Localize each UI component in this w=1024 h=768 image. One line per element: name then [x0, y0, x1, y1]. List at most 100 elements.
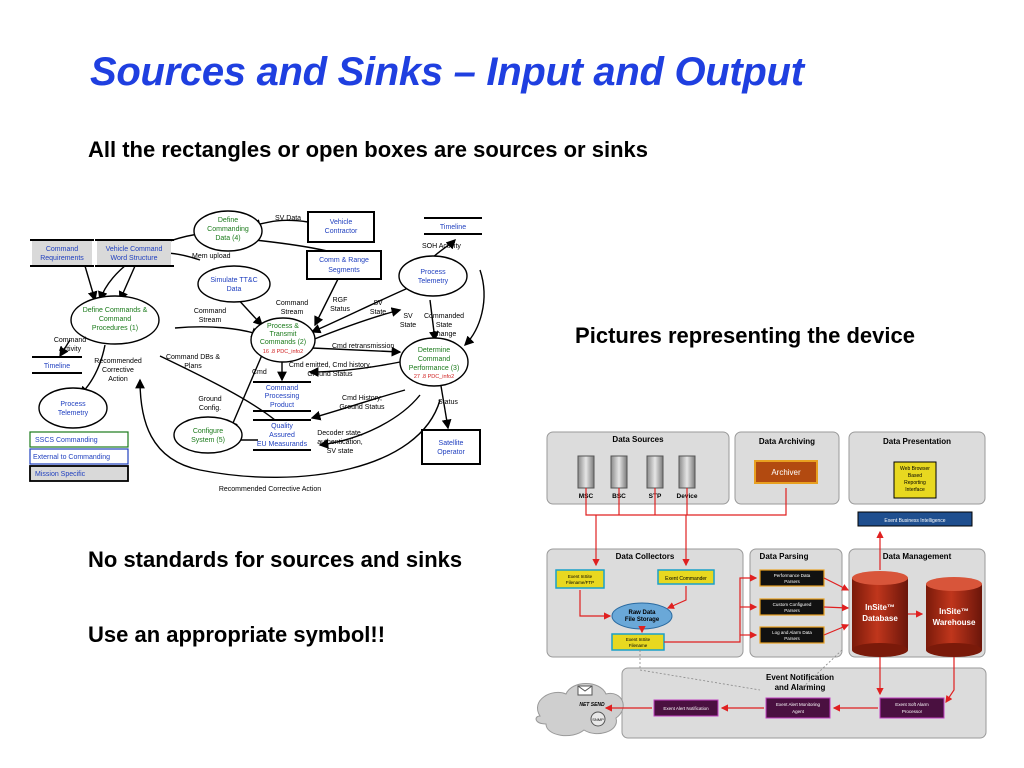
svg-text:Vehicle Command: Vehicle Command — [106, 246, 163, 253]
process-simulate-ttc: Simulate TT&C Data — [197, 265, 271, 303]
process-transmit-commands: Process & Transmit Commands (2) 16 .8 PD… — [250, 317, 316, 363]
svg-text:Define Commands &: Define Commands & — [83, 307, 148, 314]
svg-text:Processing: Processing — [265, 393, 300, 400]
svg-text:Telemetry: Telemetry — [418, 278, 449, 285]
svg-text:Segments: Segments — [328, 267, 360, 274]
svg-text:Timeline: Timeline — [44, 363, 70, 370]
svg-text:Cmd retransmission: Cmd retransmission — [332, 343, 394, 350]
svg-text:Data Parsing: Data Parsing — [760, 552, 809, 561]
svg-text:Exent Business Intelligence: Exent Business Intelligence — [884, 518, 945, 524]
svg-text:Reporting: Reporting — [904, 480, 926, 486]
svg-text:Contractor: Contractor — [325, 228, 358, 235]
architecture-arrows — [579, 488, 955, 712]
svg-text:SOH Activity: SOH Activity — [422, 243, 461, 250]
parser-performance: Performance Data Parsers — [759, 569, 825, 587]
svg-text:Parsers: Parsers — [784, 608, 800, 613]
panel-data-sources: Data Sources — [546, 431, 730, 505]
svg-text:Stream: Stream — [281, 309, 304, 316]
svg-text:Data Management: Data Management — [883, 552, 952, 561]
svg-text:Comm & Range: Comm & Range — [319, 257, 369, 264]
collector-insite-ftp: Exent InSite Filename/FTP — [555, 569, 605, 589]
alert-monitoring-agent: Exent Alert Monitoring Agent — [765, 697, 831, 719]
svg-text:Performance Data: Performance Data — [774, 573, 811, 578]
process-define-commanding-data: Define Commanding Data (4) — [193, 210, 263, 252]
svg-text:EU Measurands: EU Measurands — [257, 441, 308, 448]
svg-text:InSite™: InSite™ — [939, 607, 969, 616]
svg-text:Satellite: Satellite — [439, 440, 464, 447]
svg-text:authentication,: authentication, — [317, 439, 363, 446]
svg-text:Performance (3): Performance (3) — [409, 365, 460, 372]
svg-text:Ground Status: Ground Status — [339, 404, 385, 411]
svg-text:Requirements: Requirements — [40, 255, 84, 262]
legend: SSCS Commanding External to Commanding M… — [29, 431, 129, 482]
svg-text:Data Presentation: Data Presentation — [883, 437, 951, 446]
svg-text:Recommended: Recommended — [94, 358, 142, 365]
svg-text:Determine: Determine — [418, 347, 450, 354]
svg-text:Exent InSite: Exent InSite — [626, 637, 651, 642]
process-determine-performance: Determine Command Performance (3) 27 .8 … — [399, 337, 469, 387]
svg-text:Exent InSite: Exent InSite — [568, 574, 593, 579]
svg-text:NET SEND: NET SEND — [579, 702, 605, 708]
svg-text:Decoder state,: Decoder state, — [317, 430, 363, 437]
svg-text:Activity: Activity — [59, 346, 82, 353]
svg-text:Web Browser: Web Browser — [900, 466, 930, 472]
process-telemetry-left: Process Telemetry — [38, 387, 108, 429]
svg-text:27 .8 PDC_info2: 27 .8 PDC_info2 — [414, 374, 454, 380]
svg-text:Cmd: Cmd — [252, 369, 267, 376]
svg-text:Agent: Agent — [792, 709, 805, 714]
svg-text:Procedures (1): Procedures (1) — [92, 325, 138, 332]
svg-text:Command: Command — [46, 246, 78, 253]
svg-text:Custom Configured: Custom Configured — [773, 602, 812, 607]
bullet-symbol: Use an appropriate symbol!! — [88, 622, 386, 647]
svg-text:Data: Data — [227, 286, 242, 293]
svg-text:Raw Data: Raw Data — [628, 610, 656, 616]
svg-text:Filename/FTP: Filename/FTP — [566, 580, 594, 585]
bullet-pictures: Pictures representing the device — [575, 323, 915, 348]
svg-text:Quality: Quality — [271, 423, 293, 430]
svg-text:Parsers: Parsers — [784, 579, 800, 584]
svg-text:Cmd History,: Cmd History, — [342, 395, 382, 402]
store-command-requirements: Command Requirements — [30, 239, 94, 267]
svg-text:Cmd emitted, Cmd history,: Cmd emitted, Cmd history, — [289, 362, 371, 369]
svg-text:State: State — [436, 322, 452, 329]
svg-text:Mission Specific: Mission Specific — [35, 471, 86, 478]
network-cloud-icon: NET SEND SNMP — [535, 683, 624, 737]
svg-text:SSCS Commanding: SSCS Commanding — [35, 437, 98, 444]
svg-text:Warehouse: Warehouse — [933, 618, 976, 627]
terminator-satellite-operator: Satellite Operator — [421, 429, 481, 465]
svg-text:Command DBs &: Command DBs & — [166, 354, 220, 361]
svg-text:Mem upload: Mem upload — [192, 253, 231, 260]
svg-text:Commanding: Commanding — [207, 226, 249, 233]
svg-text:Event Notification: Event Notification — [766, 673, 834, 682]
svg-text:Telemetry: Telemetry — [58, 410, 89, 417]
insite-warehouse-cylinder: InSite™ Warehouse — [926, 577, 982, 657]
svg-text:Recommended Corrective Action: Recommended Corrective Action — [219, 486, 321, 493]
svg-text:Define: Define — [218, 217, 238, 224]
store-command-processing: Command Processing Product — [253, 381, 311, 412]
insite-database-cylinder: InSite™ Database — [852, 571, 908, 657]
svg-text:Based: Based — [908, 473, 922, 479]
svg-text:16 .8 PDC_info2: 16 .8 PDC_info2 — [263, 349, 303, 355]
svg-text:SV: SV — [373, 300, 383, 307]
svg-text:Action: Action — [108, 376, 128, 383]
flow-labels: SV Data Mem upload SOH Activity Command … — [54, 215, 464, 493]
svg-text:Command: Command — [54, 337, 86, 344]
store-vehicle-command-word: Vehicle Command Word Structure — [95, 239, 174, 267]
svg-text:Database: Database — [862, 614, 898, 623]
store-timeline-right: Timeline — [424, 217, 482, 235]
svg-text:Plans: Plans — [184, 363, 202, 370]
soft-alarm-processor: Exent Soft Alarm Processor — [879, 697, 945, 719]
svg-text:SV Data: SV Data — [275, 215, 301, 222]
svg-text:Configure: Configure — [193, 428, 223, 435]
process-telemetry-right: Process Telemetry — [398, 255, 468, 297]
svg-text:Status: Status — [330, 306, 350, 313]
svg-text:Data Sources: Data Sources — [612, 435, 664, 444]
svg-text:Filename: Filename — [629, 643, 648, 648]
svg-text:Process &: Process & — [267, 323, 299, 330]
slide-title: Sources and Sinks – Input and Output — [90, 50, 804, 94]
svg-text:InSite™: InSite™ — [865, 603, 895, 612]
svg-text:Commands (2): Commands (2) — [260, 339, 306, 346]
parser-custom: Custom Configured Parsers — [759, 598, 825, 616]
bullet-no-standards: No standards for sources and sinks — [88, 547, 463, 572]
